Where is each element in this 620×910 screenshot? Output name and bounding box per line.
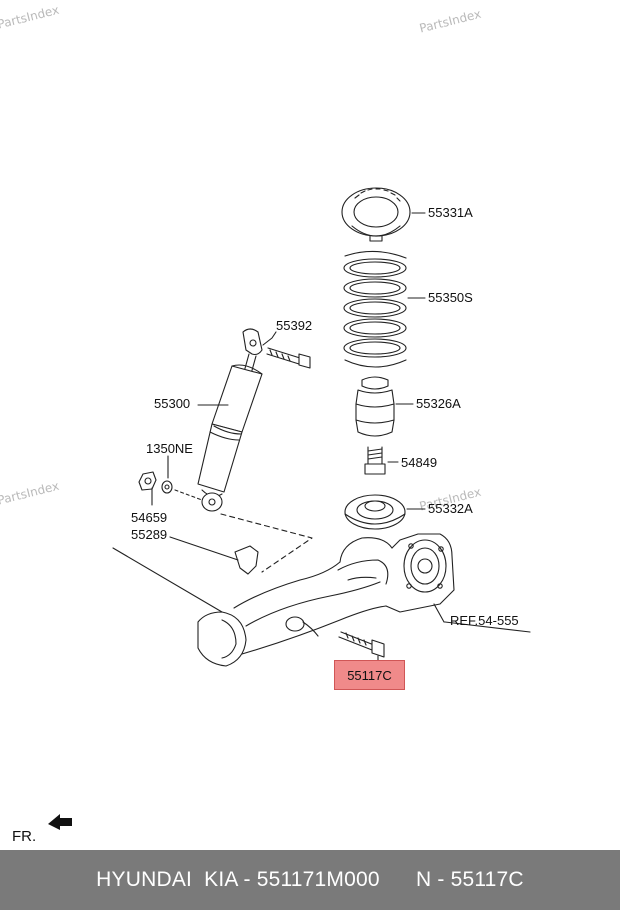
bolt-55392-drawing <box>262 331 311 369</box>
label-bolt-top: 55392 <box>276 318 313 333</box>
suspension-exploded-diagram <box>48 187 531 830</box>
label-bracket: 55289 <box>131 527 168 542</box>
bracket-drawing <box>169 536 259 575</box>
label-shock-absorber: 55300 <box>154 396 191 411</box>
upper-spring-seat-drawing <box>341 187 426 242</box>
coil-spring-drawing <box>343 250 426 368</box>
footer-gap <box>380 868 416 892</box>
label-washer: 1350NE <box>146 441 193 456</box>
bump-stop-drawing <box>355 376 414 437</box>
label-coil-spring: 55350S <box>428 290 473 305</box>
torsion-beam-drawing <box>197 533 531 667</box>
label-bump-stop: 55326A <box>416 396 461 411</box>
label-reference: REF.54-555 <box>450 613 519 628</box>
washer-nut-drawing <box>138 455 203 506</box>
footer-brand-part: HYUNDAI KIA - 551171M000 <box>96 868 380 891</box>
label-lower-spring-seat: 55332A <box>428 501 473 516</box>
front-indicator-label: FR. <box>12 828 37 845</box>
front-arrow-icon <box>48 814 72 830</box>
part-number-footer: HYUNDAI KIA - 551171M000 N - 55117C <box>0 850 620 910</box>
label-upper-spring-seat: 55331A <box>428 205 473 220</box>
shock-absorber-drawing <box>197 328 263 512</box>
label-nut: 54659 <box>131 510 168 525</box>
bolt-54849-drawing <box>364 446 399 475</box>
label-bolt-small: 54849 <box>401 455 438 470</box>
highlighted-part-label[interactable]: 55117C <box>334 660 405 690</box>
lower-spring-seat-drawing <box>344 494 426 530</box>
bolt-55117c-drawing <box>338 631 385 663</box>
footer-diagram-code: N - 55117C <box>415 868 524 891</box>
